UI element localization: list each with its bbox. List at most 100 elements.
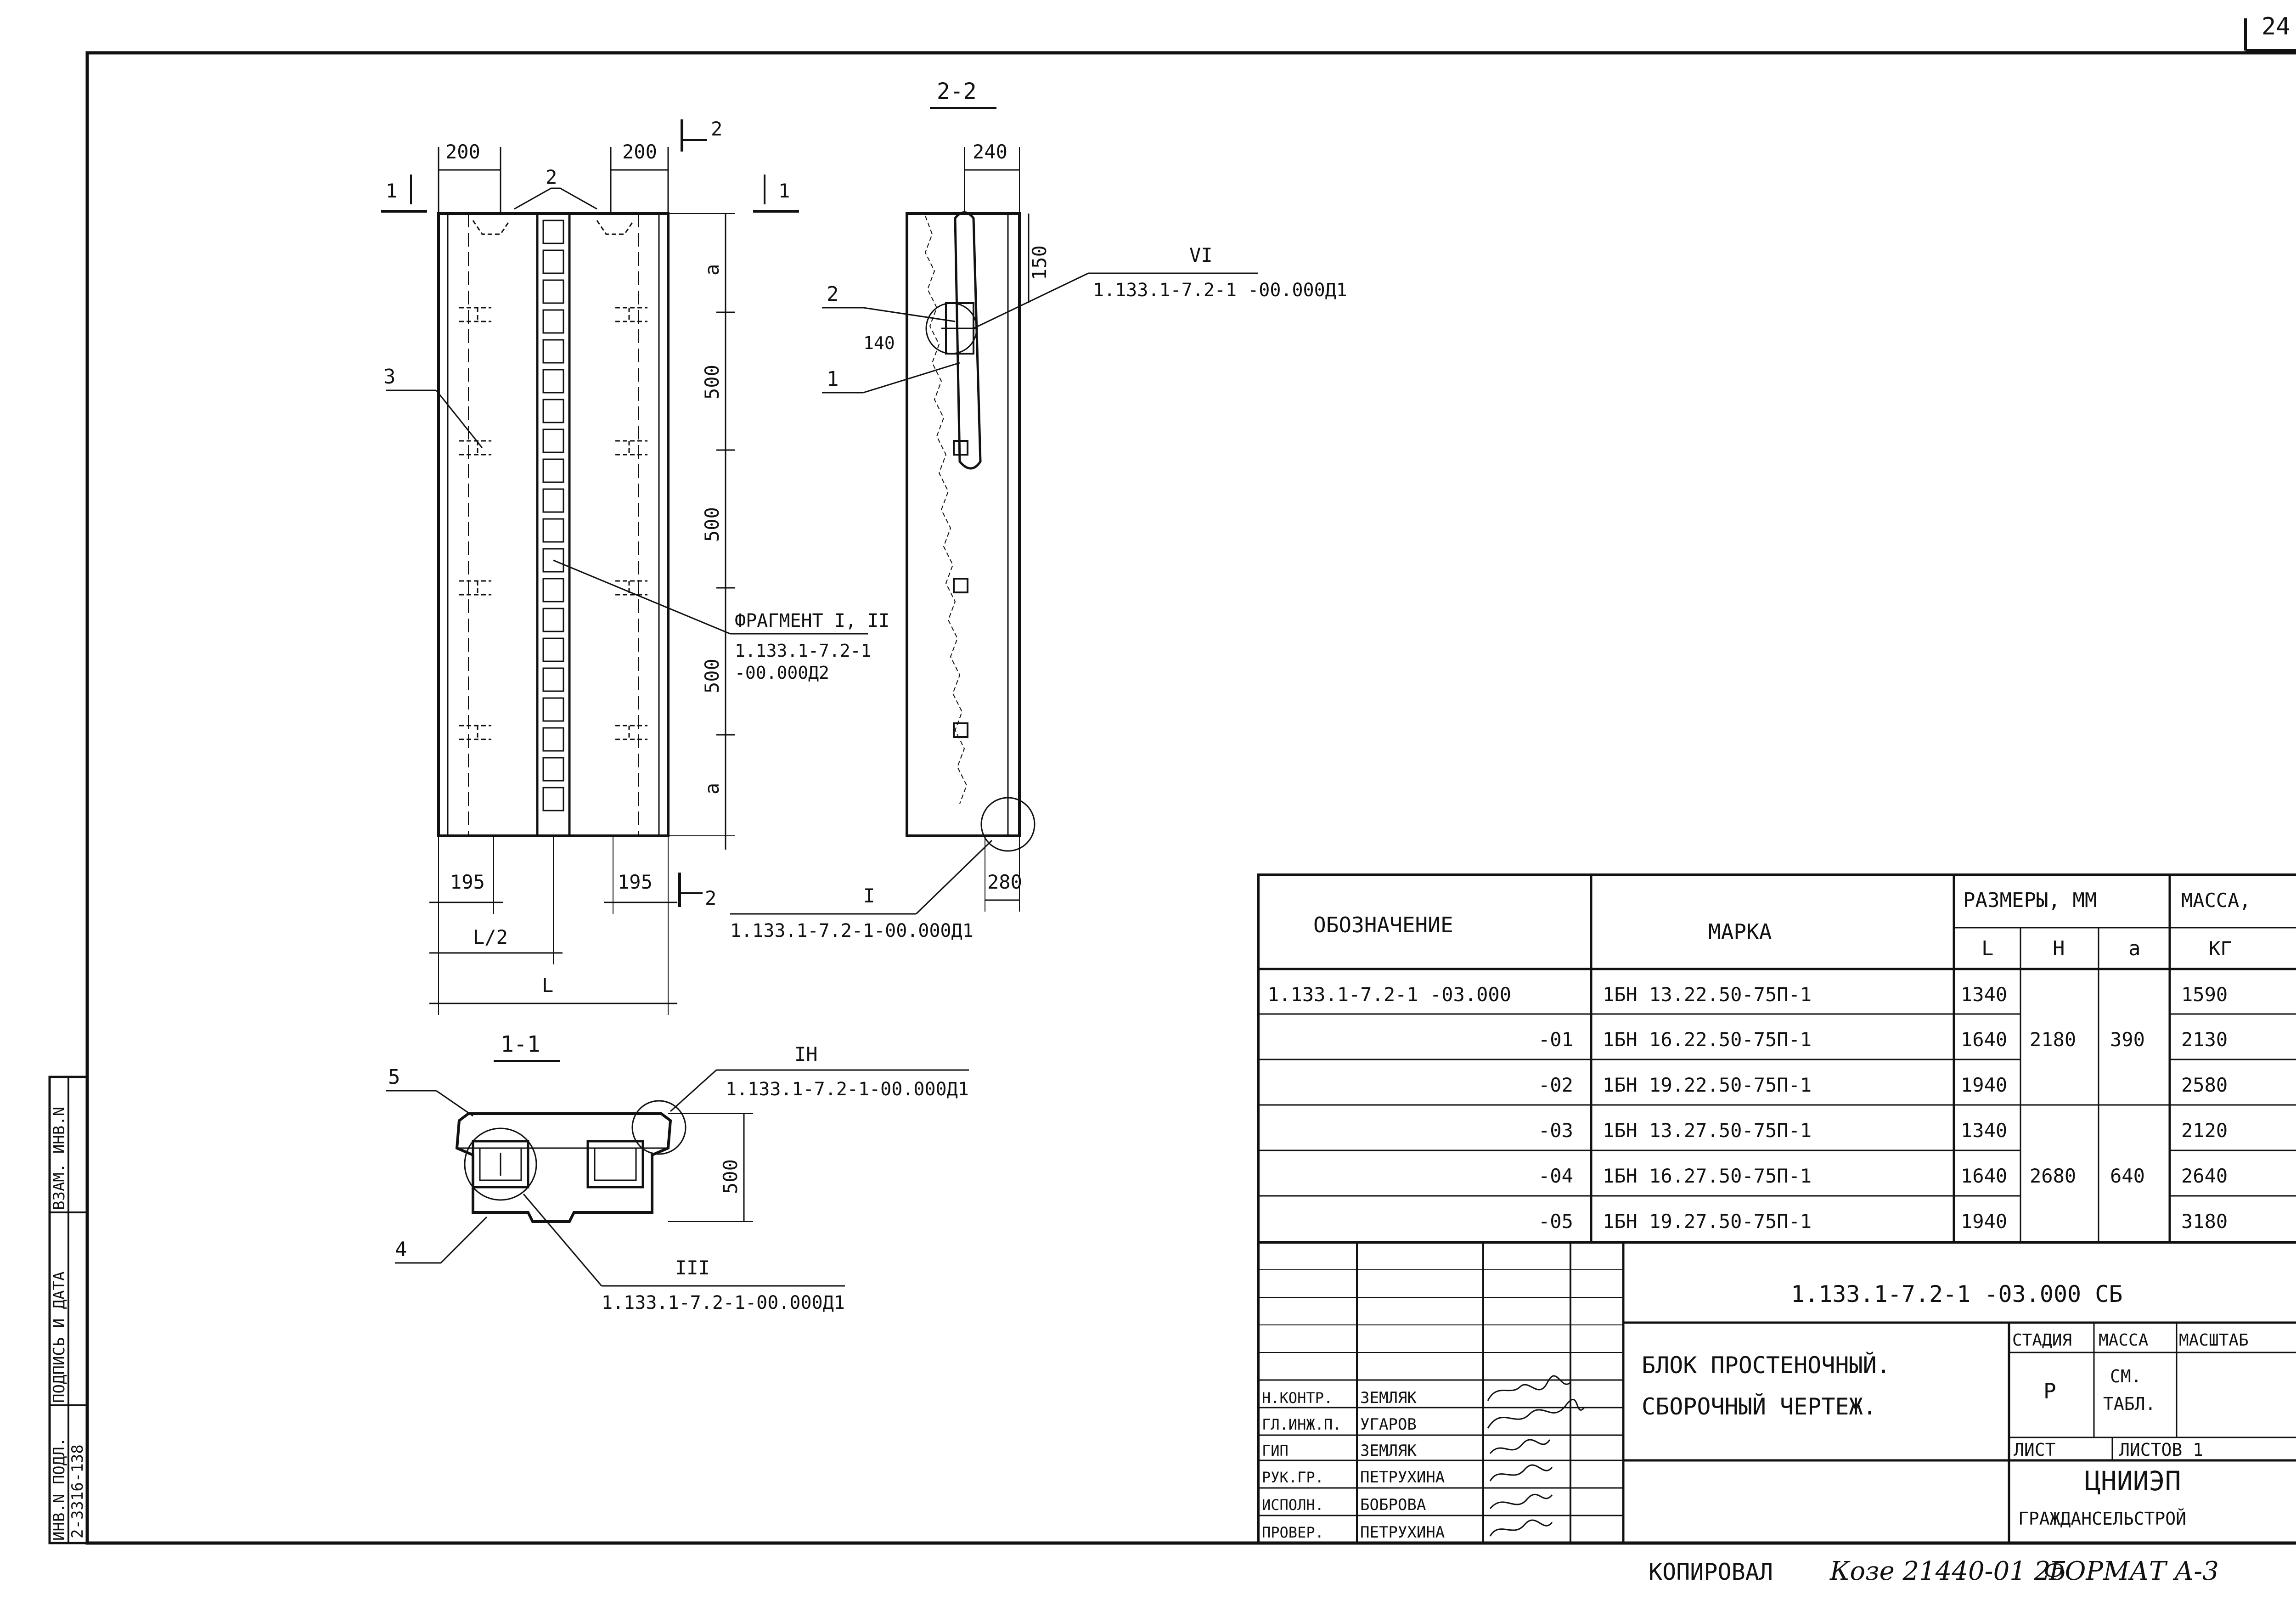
stage-header: СТАДИЯ: [2012, 1331, 2072, 1350]
stage-value: Р: [2043, 1379, 2056, 1403]
row-5-mass: 3180: [2181, 1210, 2228, 1233]
sheet-label: ЛИСТ: [2014, 1440, 2056, 1460]
dim-140: 140: [863, 333, 895, 353]
spec-table: ОБОЗНАЧЕНИЕ МАРКА РАЗМЕРЫ, ММ МАССА, КГ …: [1257, 873, 2296, 1244]
footer: КОПИРОВАЛ Козе 21440-01 25 ФОРМАТ А-3: [1649, 1556, 2219, 1586]
dim-195-left: 195: [450, 871, 485, 893]
th-a: а: [2128, 937, 2141, 960]
i-ref: 1.133.1-7.2-1-00.000Д1: [730, 920, 974, 941]
dim-500-2: 500: [701, 507, 723, 542]
mass-header: МАССА: [2099, 1331, 2149, 1350]
dim-a-bottom: a: [701, 783, 723, 794]
staff-role-2: ГИП: [1262, 1442, 1289, 1459]
page-number: 24: [2262, 13, 2290, 40]
mass-value-1: СМ.: [2110, 1366, 2142, 1386]
pos-4: 4: [395, 1238, 407, 1261]
dim-200-left: 200: [445, 141, 480, 163]
row-0-l: 1340: [1961, 983, 2007, 1006]
staff-name-0: ЗЕМЛЯК: [1360, 1389, 1417, 1407]
staff-name-4: БОБРОВА: [1360, 1496, 1426, 1514]
row-2-mark: 1БН 19.22.50-75П-1: [1603, 1074, 1812, 1096]
staff-role-3: РУК.ГР.: [1262, 1469, 1324, 1486]
fragment-label: ФРАГМЕНТ I, II: [735, 610, 889, 631]
row-1-mass: 2130: [2181, 1028, 2228, 1051]
stamp-vzam-label: ВЗАМ. ИНВ.N: [50, 1107, 68, 1210]
row-5-mark: 1БН 19.27.50-75П-1: [1603, 1210, 1812, 1233]
row-5-l: 1940: [1961, 1210, 2007, 1233]
sheet-frame: [85, 51, 2296, 1545]
signatures: [1487, 1375, 1585, 1537]
row-0-mark: 1БН 13.22.50-75П-1: [1603, 983, 1812, 1006]
i-label: I: [863, 885, 875, 907]
row-2-designation: -02: [1538, 1074, 1573, 1096]
in-ref: 1.133.1-7.2-1-00.000Д1: [726, 1079, 969, 1100]
pos-1: 1: [827, 367, 839, 391]
th-l: L: [1981, 937, 1994, 960]
section-1-1-title: 1-1: [501, 1031, 540, 1057]
staff-role-5: ПРОВЕР.: [1262, 1524, 1324, 1541]
th-mass-unit: КГ: [2209, 937, 2232, 960]
doc-name-line2: СБОРОЧНЫЙ ЧЕРТЕЖ.: [1642, 1393, 1877, 1420]
row-4-mass: 2640: [2181, 1165, 2228, 1187]
pos-2: 2: [827, 282, 839, 306]
dim-a-top: a: [701, 264, 723, 276]
iii-label: III: [675, 1256, 710, 1279]
stamp-inv-value: 2-3316-138: [68, 1444, 87, 1538]
footer-order: Козе 21440-01 25: [1829, 1556, 2067, 1586]
cut-1-right: 1: [778, 180, 790, 202]
cut-2-top: 2: [711, 118, 722, 140]
scale-header: МАСШТАБ: [2179, 1331, 2249, 1350]
dim-500-3: 500: [701, 659, 723, 693]
staff-name-2: ЗЕМЛЯК: [1360, 1442, 1417, 1460]
dim-half-l: L/2: [473, 926, 508, 948]
pos-5: 5: [388, 1065, 400, 1089]
row-2-l: 1940: [1961, 1074, 2007, 1096]
staff-name-1: УГАРОВ: [1360, 1415, 1417, 1434]
th-h: Н: [2053, 937, 2065, 960]
stamp-sign-label: ПОДПИСЬ И ДАТА: [50, 1271, 68, 1403]
th-sizes: РАЗМЕРЫ, ММ: [1963, 889, 2097, 912]
dim-l: L: [542, 974, 553, 997]
row-4-designation: -04: [1538, 1165, 1573, 1187]
doc-code: 1.133.1-7.2-1 -03.000 СБ: [1791, 1281, 2122, 1307]
row-3-mark: 1БН 13.27.50-75П-1: [1603, 1119, 1812, 1142]
row-1-mark: 1БН 16.22.50-75П-1: [1603, 1028, 1812, 1051]
row-5-designation: -05: [1538, 1210, 1573, 1233]
in-label: IН: [794, 1043, 818, 1065]
row-4-l: 1640: [1961, 1165, 2007, 1187]
dim-200-right: 200: [622, 141, 657, 163]
staff-role-1: ГЛ.ИНЖ.П.: [1262, 1416, 1341, 1433]
row-1-l: 1640: [1961, 1028, 2007, 1051]
front-view: 200 200 2 1 1 2 2 a 500 500 500 a: [381, 118, 889, 1015]
th-mass: МАССА,: [2181, 889, 2251, 912]
row-3-mass: 2120: [2181, 1119, 2228, 1142]
fragment-ref-2: -00.000Д2: [735, 663, 829, 683]
staff-name-5: ПЕТРУХИНА: [1360, 1523, 1445, 1542]
dim-500-1: 500: [701, 365, 723, 400]
dim-195-right: 195: [618, 871, 653, 893]
mass-value-2: ТАБЛ.: [2103, 1394, 2155, 1414]
pos-3: 3: [383, 365, 396, 389]
cut-1-left: 1: [386, 180, 397, 202]
th-mark: МАРКА: [1708, 919, 1772, 944]
row-1-h: 2180: [2030, 1028, 2076, 1051]
front-slots: [542, 220, 564, 811]
org-sub: ГРАЖДАНСЕЛЬСТРОЙ: [2018, 1509, 2186, 1529]
row-2-mass: 2580: [2181, 1074, 2228, 1096]
title-block: 1.133.1-7.2-1 -03.000 СБ БЛОК ПРОСТЕНОЧН…: [1257, 1241, 2296, 1544]
row-1-a: 390: [2110, 1028, 2145, 1051]
section-2-2: 2-2 240 150 140 280 2 1 VI: [730, 79, 1347, 941]
cut-2-bottom: 2: [705, 887, 716, 909]
staff-role-4: ИСПОЛН.: [1262, 1496, 1324, 1514]
row-4-mark: 1БН 16.27.50-75П-1: [1603, 1165, 1812, 1187]
dim-240: 240: [973, 141, 1007, 163]
vi-ref: 1.133.1-7.2-1 -00.000Д1: [1093, 280, 1347, 301]
front-anchors: [459, 307, 647, 740]
row-4-h: 2680: [2030, 1165, 2076, 1187]
row-1-designation: -01: [1538, 1028, 1573, 1051]
row-0-mass: 1590: [2181, 983, 2228, 1006]
row-3-l: 1340: [1961, 1119, 2007, 1142]
footer-format: ФОРМАТ А-3: [2043, 1556, 2219, 1586]
staff-name-3: ПЕТРУХИНА: [1360, 1468, 1445, 1487]
row-0-designation: 1.133.1-7.2-1 -03.000: [1267, 983, 1511, 1006]
